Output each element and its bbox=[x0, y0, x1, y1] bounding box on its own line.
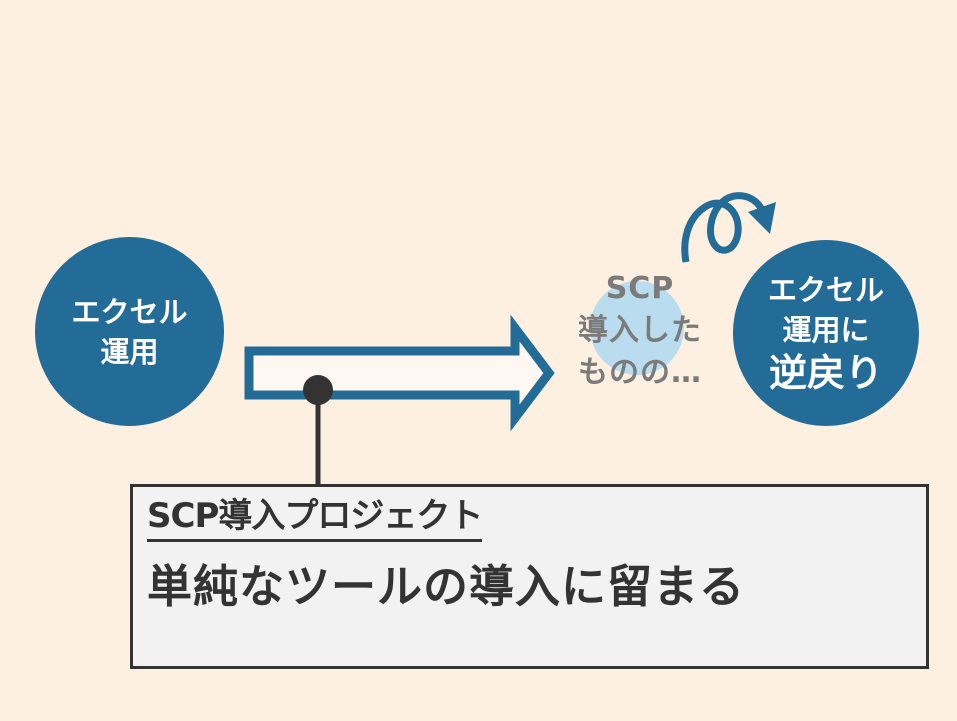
excel-operation-line1: エクセル bbox=[71, 294, 188, 329]
scp-introduced-note: SCP 導入した ものの… bbox=[555, 268, 725, 394]
note-line1: SCP bbox=[605, 271, 675, 306]
revert-line2: 運用に bbox=[782, 313, 870, 347]
callout-title: SCP導入プロジェクト bbox=[147, 493, 483, 542]
revert-line3: 逆戻り bbox=[768, 351, 883, 395]
callout-body: 単純なツールの導入に留まる bbox=[147, 560, 746, 613]
note-line2: 導入した bbox=[578, 313, 702, 348]
highlight-blob bbox=[590, 281, 684, 375]
revert-line1: エクセル bbox=[767, 273, 884, 307]
excel-operation-circle: エクセル 運用 bbox=[35, 237, 224, 426]
curly-loop-arrow-icon bbox=[681, 192, 766, 263]
note-line3: ものの… bbox=[578, 355, 702, 390]
callout-box: SCP導入プロジェクト 単純なツールの導入に留まる bbox=[130, 484, 929, 669]
revert-to-excel-circle: エクセル 運用に 逆戻り bbox=[733, 240, 919, 426]
loop-arrowhead-icon bbox=[748, 202, 776, 234]
pin-dot-icon bbox=[303, 375, 333, 405]
right-arrow-outline-icon bbox=[244, 314, 555, 432]
excel-operation-line2: 運用 bbox=[100, 334, 159, 369]
